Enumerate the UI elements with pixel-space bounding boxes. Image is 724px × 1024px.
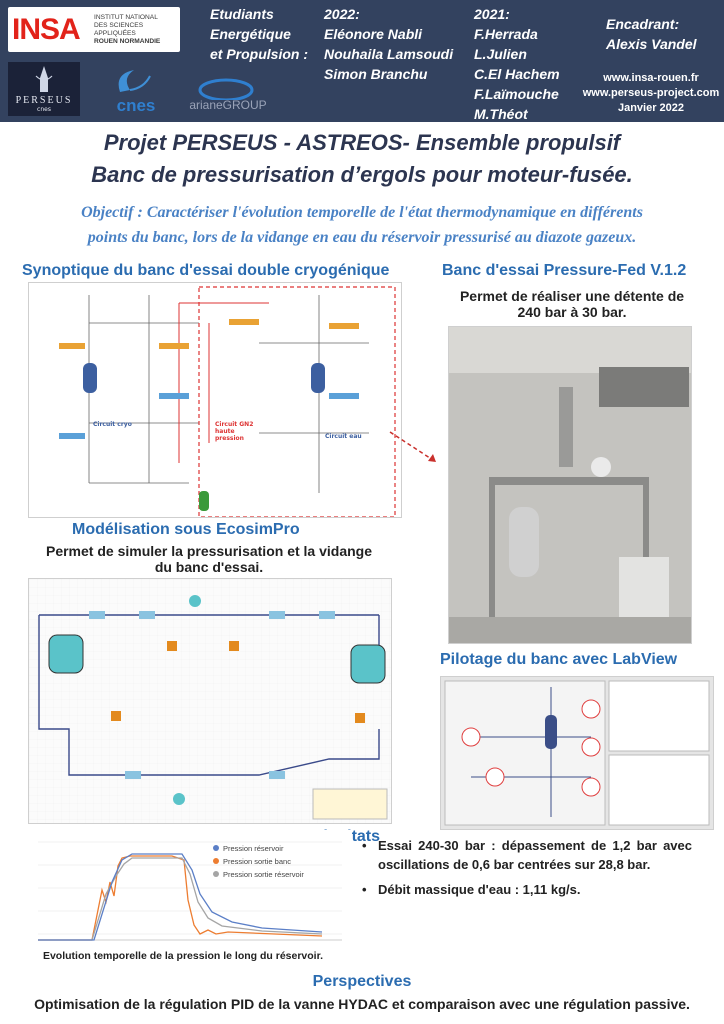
chart-legend: Pression réservoir Pression sortie banc … (213, 844, 304, 879)
team-2021-label: 2021: (474, 6, 510, 22)
legend-marker-pression-sortie-banc (213, 858, 219, 864)
cnes-logo: cnes (100, 64, 172, 116)
team-2021-member: L.Julien (474, 46, 527, 62)
legend-marker-pression-reservoir (213, 845, 219, 851)
poster-title-line1: Projet PERSEUS - ASTREOS- Ensemble propu… (103, 130, 621, 155)
supervisor-label: Encadrant: (606, 16, 680, 32)
poster-header: INSA INSTITUT NATIONAL DES SCIENCES APPL… (0, 0, 724, 122)
supervisor: Encadrant: Alexis Vandel (606, 14, 697, 54)
perseus-logo: PERSEUS cnes (8, 62, 80, 116)
results-bullet-1: Essai 240-30 bar : dépassement de 1,2 ba… (362, 836, 692, 874)
ecosimpro-model-drawing (29, 579, 391, 823)
model-title: Modélisation sous EcosimPro (72, 521, 300, 538)
synoptique-title: Synoptique du banc d'essai double cryogé… (22, 262, 390, 279)
team-2022-member: Simon Branchu (324, 66, 428, 82)
legend-marker-pression-sortie-reservoir (213, 871, 219, 877)
series-line-pression-reservoir (38, 853, 323, 941)
link-arrow-icon (389, 431, 437, 463)
bench-title: Banc d'essai Pressure-Fed V.1.2 (442, 262, 687, 279)
cnes-logo-word: cnes (116, 96, 156, 115)
perseus-url[interactable]: www.perseus-project.com (582, 87, 720, 99)
circuit-eau-label: Circuit eau (325, 433, 362, 440)
insa-sub-line2: DES SCIENCES (94, 22, 144, 29)
bench-description: Permet de réaliser une détente de 240 ba… (436, 288, 708, 320)
team-2022-label: 2022: (324, 6, 360, 22)
labview-interface-drawing (441, 677, 713, 829)
series-line-pression-sortie-banc (38, 855, 323, 941)
series-line-pression-sortie-reservoir (38, 857, 323, 941)
arianegroup-logo: arianeGROUP (178, 72, 278, 116)
perspectives-title: Perspectives (312, 973, 412, 990)
results-bullets: Essai 240-30 bar : dépassement de 1,2 ba… (362, 836, 692, 905)
poster-title-line2: Banc de pressurisation d’ergols pour mot… (91, 162, 633, 187)
labview-title: Pilotage du banc avec LabView (440, 651, 678, 668)
insa-sub-line3: APPLIQUÉES (94, 30, 136, 37)
team-2022: 2022: Eléonore Nabli Nouhaila Lamsoudi S… (324, 4, 453, 84)
perseus-logo-word: PERSEUS (15, 95, 73, 106)
circuit-cryo-label: Circuit cryo (93, 421, 132, 428)
ecosimpro-model (28, 578, 392, 824)
cnes-swoosh-icon (118, 70, 151, 92)
insa-logo-subtitle: INSTITUT NATIONAL DES SCIENCES APPLIQUÉE… (94, 14, 178, 46)
team-2021: 2021: F.Herrada L.Julien C.El Hachem F.L… (474, 4, 560, 124)
results-chart: Pression réservoir Pression sortie banc … (22, 830, 352, 950)
perseus-logo-sub: cnes (37, 106, 51, 113)
students-line3: et Propulsion : (210, 46, 308, 62)
legend-pression-sortie-reservoir: Pression sortie réservoir (223, 870, 304, 879)
insa-logo: INSA INSTITUT NATIONAL DES SCIENCES APPL… (8, 7, 180, 52)
ariane-logo-word: arianeGROUP (189, 98, 267, 112)
model-desc-line2: du banc d'essai. (154, 559, 264, 575)
ariane-arc-icon (198, 78, 254, 102)
synoptique-diagram-drawing (59, 286, 396, 517)
legend-pression-reservoir: Pression réservoir (223, 844, 284, 853)
results-chart-svg: Pression réservoir Pression sortie banc … (38, 841, 342, 941)
chart-caption: Evolution temporelle de la pression le l… (42, 950, 324, 962)
insa-sub-line4: ROUEN NORMANDIE (94, 38, 161, 45)
students-label: Etudiants Energétique et Propulsion : (210, 4, 308, 64)
supervisor-name: Alexis Vandel (606, 36, 697, 52)
team-2022-member: Nouhaila Lamsoudi (324, 46, 454, 62)
team-2022-member: Eléonore Nabli (324, 26, 423, 42)
model-desc-line1: Permet de simuler la pressurisation et l… (45, 543, 372, 559)
team-2021-member: C.El Hachem (474, 66, 560, 82)
bench-photo (448, 326, 692, 644)
insa-logo-word: INSA (12, 13, 81, 46)
labview-interface (440, 676, 714, 830)
students-line1: Etudiants (210, 6, 274, 22)
results-bullet-2: Débit massique d'eau : 1,11 kg/s. (362, 880, 692, 899)
bench-desc-line2: 240 bar à 30 bar. (517, 304, 627, 320)
insa-url[interactable]: www.insa-rouen.fr (603, 72, 699, 84)
team-2021-member: F.Herrada (474, 26, 538, 42)
circuit-gn2-label: Circuit GN2 haute pression (215, 421, 254, 442)
students-line2: Energétique (210, 26, 291, 42)
objective-line2: points du banc, lors de la vidange en ea… (87, 229, 637, 246)
perspectives-text: Optimisation de la régulation PID de la … (34, 996, 690, 1012)
team-2021-member: M.Théot (474, 106, 528, 122)
team-2021-member: F.Laïmouche (474, 86, 559, 102)
insa-sub-line1: INSTITUT NATIONAL (94, 14, 158, 21)
bench-photo-drawing (449, 327, 691, 643)
poster-date: Janvier 2022 (617, 102, 685, 114)
synoptique-diagram: Circuit cryo Circuit GN2 haute pression … (28, 282, 402, 518)
legend-pression-sortie-banc: Pression sortie banc (223, 857, 291, 866)
model-description: Permet de simuler la pressurisation et l… (14, 543, 404, 575)
perseus-rocket-icon (35, 66, 53, 92)
objective-line1: Objectif : Caractériser l'évolution temp… (81, 204, 643, 221)
bench-desc-line1: Permet de réaliser une détente de (459, 288, 685, 304)
